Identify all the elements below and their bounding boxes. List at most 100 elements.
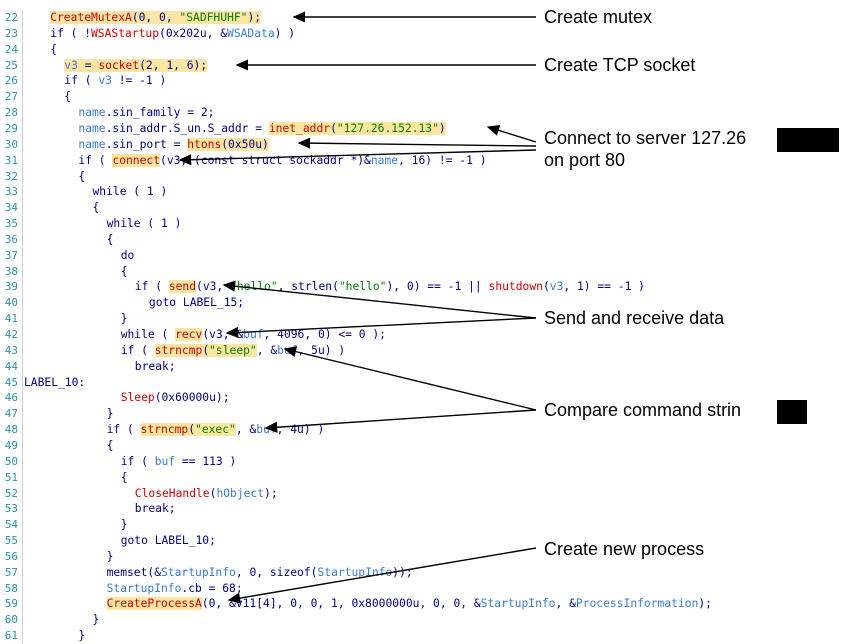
code-line: 54} — [0, 517, 846, 534]
code-text: CloseHandle(hObject); — [135, 486, 278, 502]
code-token: v3 — [549, 280, 564, 294]
line-number: 57 — [4, 565, 18, 579]
code-token: } — [120, 312, 128, 326]
code-token: { — [106, 232, 114, 246]
code-token: ), 0) == -1 || — [386, 280, 489, 294]
code-text: if ( v3 != -1 ) — [64, 73, 166, 89]
code-text: } — [121, 517, 128, 533]
code-token: { — [120, 470, 128, 484]
code-token: } — [106, 407, 114, 421]
line-number: 48 — [4, 423, 18, 437]
code-token: StartupInfo — [161, 565, 236, 579]
gutter-divider — [22, 231, 23, 248]
line-number: 33 — [4, 185, 18, 199]
gutter-divider — [22, 374, 23, 391]
callout-connect-line2: on port 80 — [544, 150, 626, 170]
code-token: ) ) — [274, 26, 296, 40]
code-token: if ( — [64, 74, 99, 88]
line-number: 43 — [4, 343, 18, 357]
line-number: 54 — [4, 518, 18, 532]
code-token: strncmp — [140, 423, 189, 437]
line-number: 25 — [4, 58, 18, 72]
redaction-bar-ip — [777, 128, 839, 152]
code-token: ( — [209, 486, 217, 500]
code-token: if ( — [120, 454, 155, 468]
code-token: CreateProcessA — [106, 597, 202, 611]
callout-compare: Compare command strin — [544, 400, 742, 420]
code-text: StartupInfo.cb = 68; — [107, 581, 243, 597]
code-token: if ( — [106, 423, 141, 437]
gutter-divider — [22, 105, 23, 122]
code-text: goto LABEL_10; — [121, 533, 216, 549]
code-line: 24{ — [0, 41, 846, 58]
line-number: 23 — [4, 26, 18, 40]
code-line: 38{ — [0, 263, 846, 280]
code-text: } — [107, 549, 114, 565]
code-text: if ( !WSAStartup(0x202u, &WSAData) ) — [50, 26, 295, 42]
code-token: shutdown — [488, 280, 543, 294]
line-number: 49 — [4, 438, 18, 452]
gutter-divider — [22, 57, 23, 74]
gutter-divider — [22, 120, 23, 137]
code-line: 33 while ( 1 ) — [0, 184, 846, 201]
callout-send-receive: Send and receive data — [544, 308, 725, 328]
code-text: { — [121, 264, 128, 280]
code-text: } — [93, 612, 100, 628]
code-text: goto LABEL_15; — [149, 295, 244, 311]
line-number: 59 — [4, 597, 18, 611]
line-number: 42 — [4, 328, 18, 341]
line-number: 55 — [4, 534, 18, 548]
line-number: 32 — [4, 169, 18, 183]
code-token: "sleep" — [209, 343, 257, 357]
code-token: recv — [175, 328, 203, 341]
code-token: if ( — [78, 153, 113, 167]
line-number: 36 — [4, 232, 18, 246]
gutter-divider — [22, 89, 23, 106]
code-text: CreateProcessA(0, &v11[4], 0, 0, 1, 0x80… — [106, 596, 712, 612]
code-token: (v3, — [196, 280, 231, 294]
code-text: break; — [135, 501, 176, 517]
code-token: , 5u) ) — [297, 343, 346, 357]
code-token: while ( 1 ) — [92, 185, 168, 199]
gutter-divider — [22, 263, 23, 280]
redaction-bar-compare — [777, 400, 807, 424]
code-token: hObject — [216, 486, 265, 500]
code-token: , 0, sizeof( — [235, 565, 318, 579]
gutter-divider — [22, 437, 23, 454]
code-token: LABEL_10: — [24, 375, 86, 389]
callout-create-process: Create new process — [544, 539, 705, 559]
gutter-divider — [22, 564, 23, 581]
code-text: break; — [135, 359, 176, 375]
code-token: ( — [188, 423, 196, 437]
code-token: buf — [154, 454, 176, 468]
gutter-divider — [22, 501, 23, 518]
code-line: 23 if ( !WSAStartup(0x202u, &WSAData) ) — [0, 25, 846, 42]
code-token: != -1 ) — [111, 74, 167, 88]
gutter-divider — [22, 73, 23, 90]
code-text: } — [121, 311, 128, 327]
code-text: while ( recv(v3, &buf, 4096, 0) <= 0 ); — [121, 327, 386, 343]
code-text: CreateMutexA(0, 0, "SADFHUHF"); — [50, 10, 262, 26]
code-token: while ( — [120, 328, 176, 341]
line-number: 29 — [4, 121, 18, 135]
code-token: { — [92, 201, 100, 215]
code-line: 36 { — [0, 231, 846, 248]
code-text: { — [64, 89, 71, 105]
line-number: 28 — [4, 106, 18, 120]
line-number: 52 — [4, 486, 18, 500]
code-token: (2, 1, 6); — [139, 58, 208, 72]
line-number: 41 — [4, 312, 18, 326]
line-number: 46 — [4, 391, 18, 405]
code-token: StartupInfo — [106, 581, 182, 595]
code-token: "hello" — [230, 280, 278, 294]
code-token: ) — [438, 121, 446, 135]
code-token: WSAStartup — [91, 26, 160, 40]
